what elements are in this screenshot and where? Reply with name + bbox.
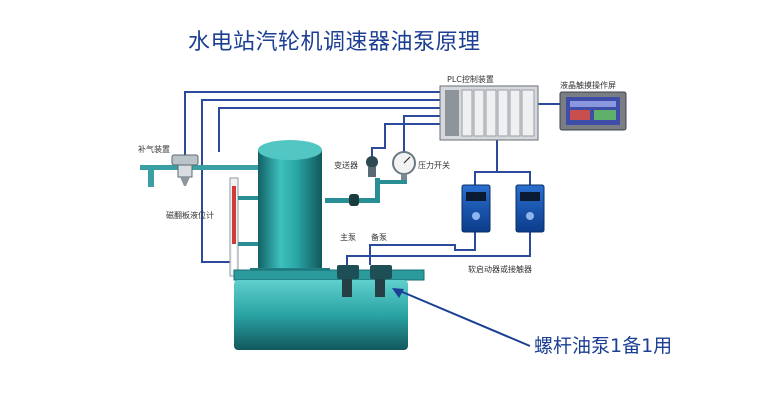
level-gauge-label: 磁翻板液位计 xyxy=(166,210,214,220)
pressure-switch xyxy=(380,151,416,184)
discharge-pipe xyxy=(325,178,380,206)
air-supply-pipe xyxy=(140,165,260,187)
air-supply-device xyxy=(171,154,199,186)
pressure-switch-label: 压力开关 xyxy=(418,160,450,170)
transmitter-label: 变送器 xyxy=(334,160,358,170)
callout-arrow xyxy=(392,288,531,347)
page-title: 水电站汽轮机调速器油泵原理 xyxy=(188,30,481,55)
transmitter xyxy=(366,156,378,177)
standby-pump xyxy=(370,265,392,297)
soft-starter-label: 软启动器或接触器 xyxy=(468,264,532,274)
soft-starter-2 xyxy=(515,184,545,233)
soft-starter-1 xyxy=(461,184,491,233)
oil-sump xyxy=(233,269,425,350)
plc-label: PLC控制装置 xyxy=(447,74,494,84)
main-pump xyxy=(337,265,359,297)
callout-text: 螺杆油泵1备1用 xyxy=(534,335,672,357)
standby-pump-label: 备泵 xyxy=(371,232,387,242)
pressure-tank xyxy=(250,140,330,276)
level-gauge xyxy=(229,177,258,277)
touchscreen-label: 液晶触摸操作屏 xyxy=(560,80,616,90)
air-supply-label: 补气装置 xyxy=(138,144,170,154)
control-wiring xyxy=(184,91,560,265)
main-pump-label: 主泵 xyxy=(340,232,356,242)
plc-rack xyxy=(439,85,539,141)
touchscreen xyxy=(559,91,627,131)
